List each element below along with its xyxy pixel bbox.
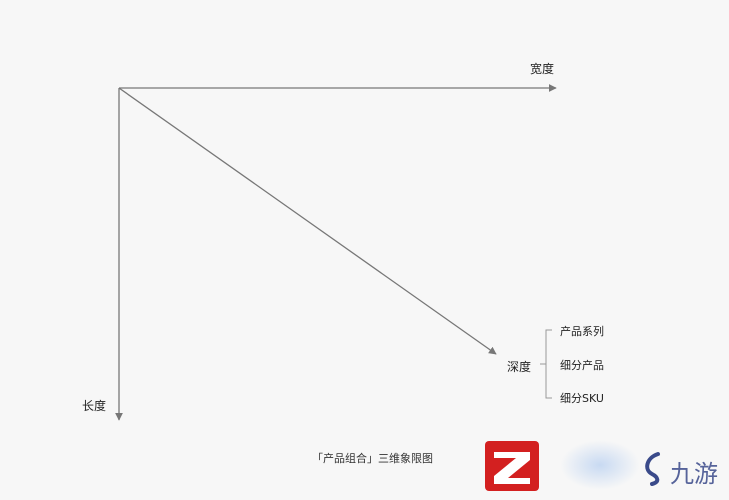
watermark-logo-icon: [485, 441, 539, 491]
depth-item-sub-sku: 细分SKU: [560, 392, 604, 405]
depth-item-product-series: 产品系列: [560, 325, 604, 338]
diagram-caption: 「产品组合」三维象限图: [312, 452, 433, 465]
length-axis-label: 长度: [82, 399, 107, 413]
width-axis-label: 宽度: [530, 62, 555, 76]
watermark-brand-text: 九游: [670, 460, 718, 488]
depth-axis-label: 深度: [507, 360, 532, 374]
depth-item-sub-product: 细分产品: [560, 359, 604, 372]
depth-axis: [118, 87, 497, 355]
watermark-swirl-icon: [645, 452, 660, 486]
watermark-blur: [560, 440, 640, 490]
depth-bracket: [540, 329, 552, 399]
